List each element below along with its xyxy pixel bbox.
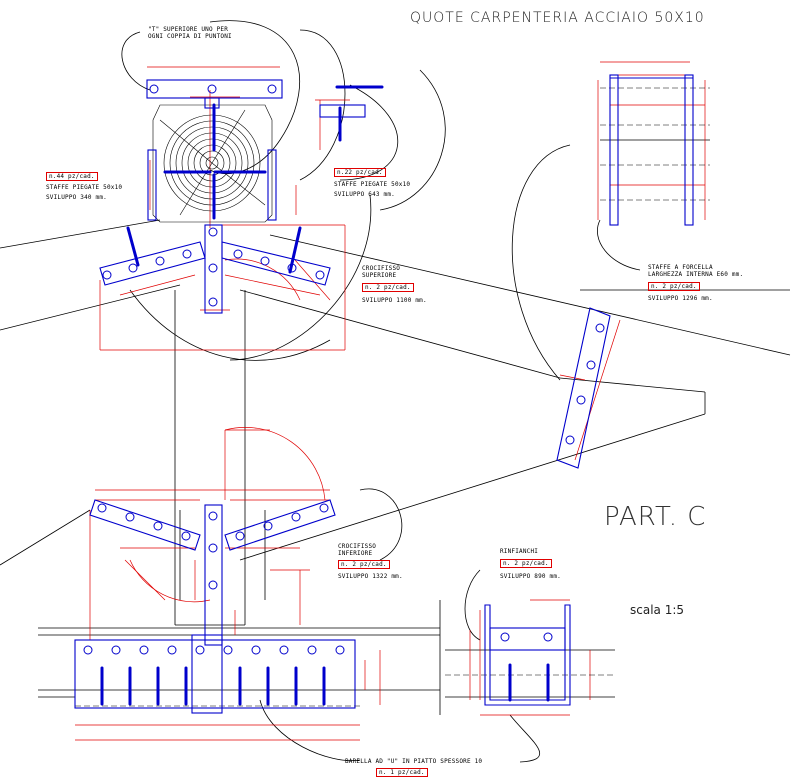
bolt-bars: [100, 85, 550, 706]
staffe-piegate-1-name: STAFFE PIEGATE 50x10: [46, 184, 123, 191]
leader-arcs: [121, 20, 641, 763]
crocifisso-inf-dev: SVILUPPO 1322 mm.: [338, 573, 403, 580]
rinfianchi-name: RINFIANCHI: [500, 548, 539, 555]
scale-label: scala 1:5: [630, 603, 685, 617]
staffe-piegate-2-name: STAFFE PIEGATE 50x10: [334, 181, 411, 188]
rinfianchi-dev: SVILUPPO 890 mm.: [500, 573, 561, 580]
crocifisso-inf-qty: n. 2 pz/cad.: [338, 560, 390, 569]
forcella-dev: SVILUPPO 1296 mm.: [648, 295, 713, 302]
staffe-piegate-1-dev: SVILUPPO 340 mm.: [46, 194, 107, 201]
barella-qty: n. 1 pz/cad.: [376, 768, 428, 777]
staffe-piegate-2-dev: SVILUPPO 643 mm.: [334, 191, 395, 198]
crocifisso-inf-name-2: INFERIORE: [338, 550, 373, 557]
red-arcs: [129, 258, 326, 603]
t-superiore-note-2: OGNI COPPIA DI PUNTONI: [148, 33, 232, 40]
crocifisso-sup-qty: n. 2 pz/cad.: [362, 283, 414, 292]
crocifisso-inf-name-1: CROCIFISSO: [338, 543, 377, 550]
staffe-piegate-2-qty: n.22 pz/cad.: [334, 168, 386, 177]
rinfianchi-qty: n. 2 pz/cad.: [500, 559, 552, 568]
timber-section: [152, 104, 273, 223]
crocifisso-sup-dev: SVILUPPO 1100 mm.: [362, 297, 427, 304]
staffe-piegate-1-qty: n.44 pz/cad.: [46, 172, 98, 181]
forcella-qty: n. 2 pz/cad.: [648, 282, 700, 291]
drawing-title: QUOTE CARPENTERIA ACCIAIO 50X10: [410, 10, 705, 26]
steel-plates: [74, 74, 694, 714]
part-label: PART. C: [604, 502, 707, 532]
truss-lines: [0, 139, 791, 715]
t-superiore-note-1: "T" SUPERIORE UNO PER: [148, 26, 229, 33]
forcella-name-2: LARGHEZZA INTERNA E60 mm.: [648, 271, 744, 278]
crocifisso-sup-name-1: CROCIFISSO: [362, 265, 401, 272]
barella-name: BARELLA AD "U" IN PIATTO SPESSORE 10: [345, 758, 483, 765]
bolt-holes: [83, 84, 605, 655]
forcella-name-1: STAFFE A FORCELLA: [648, 264, 713, 271]
crocifisso-sup-name-2: SUPERIORE: [362, 272, 397, 279]
